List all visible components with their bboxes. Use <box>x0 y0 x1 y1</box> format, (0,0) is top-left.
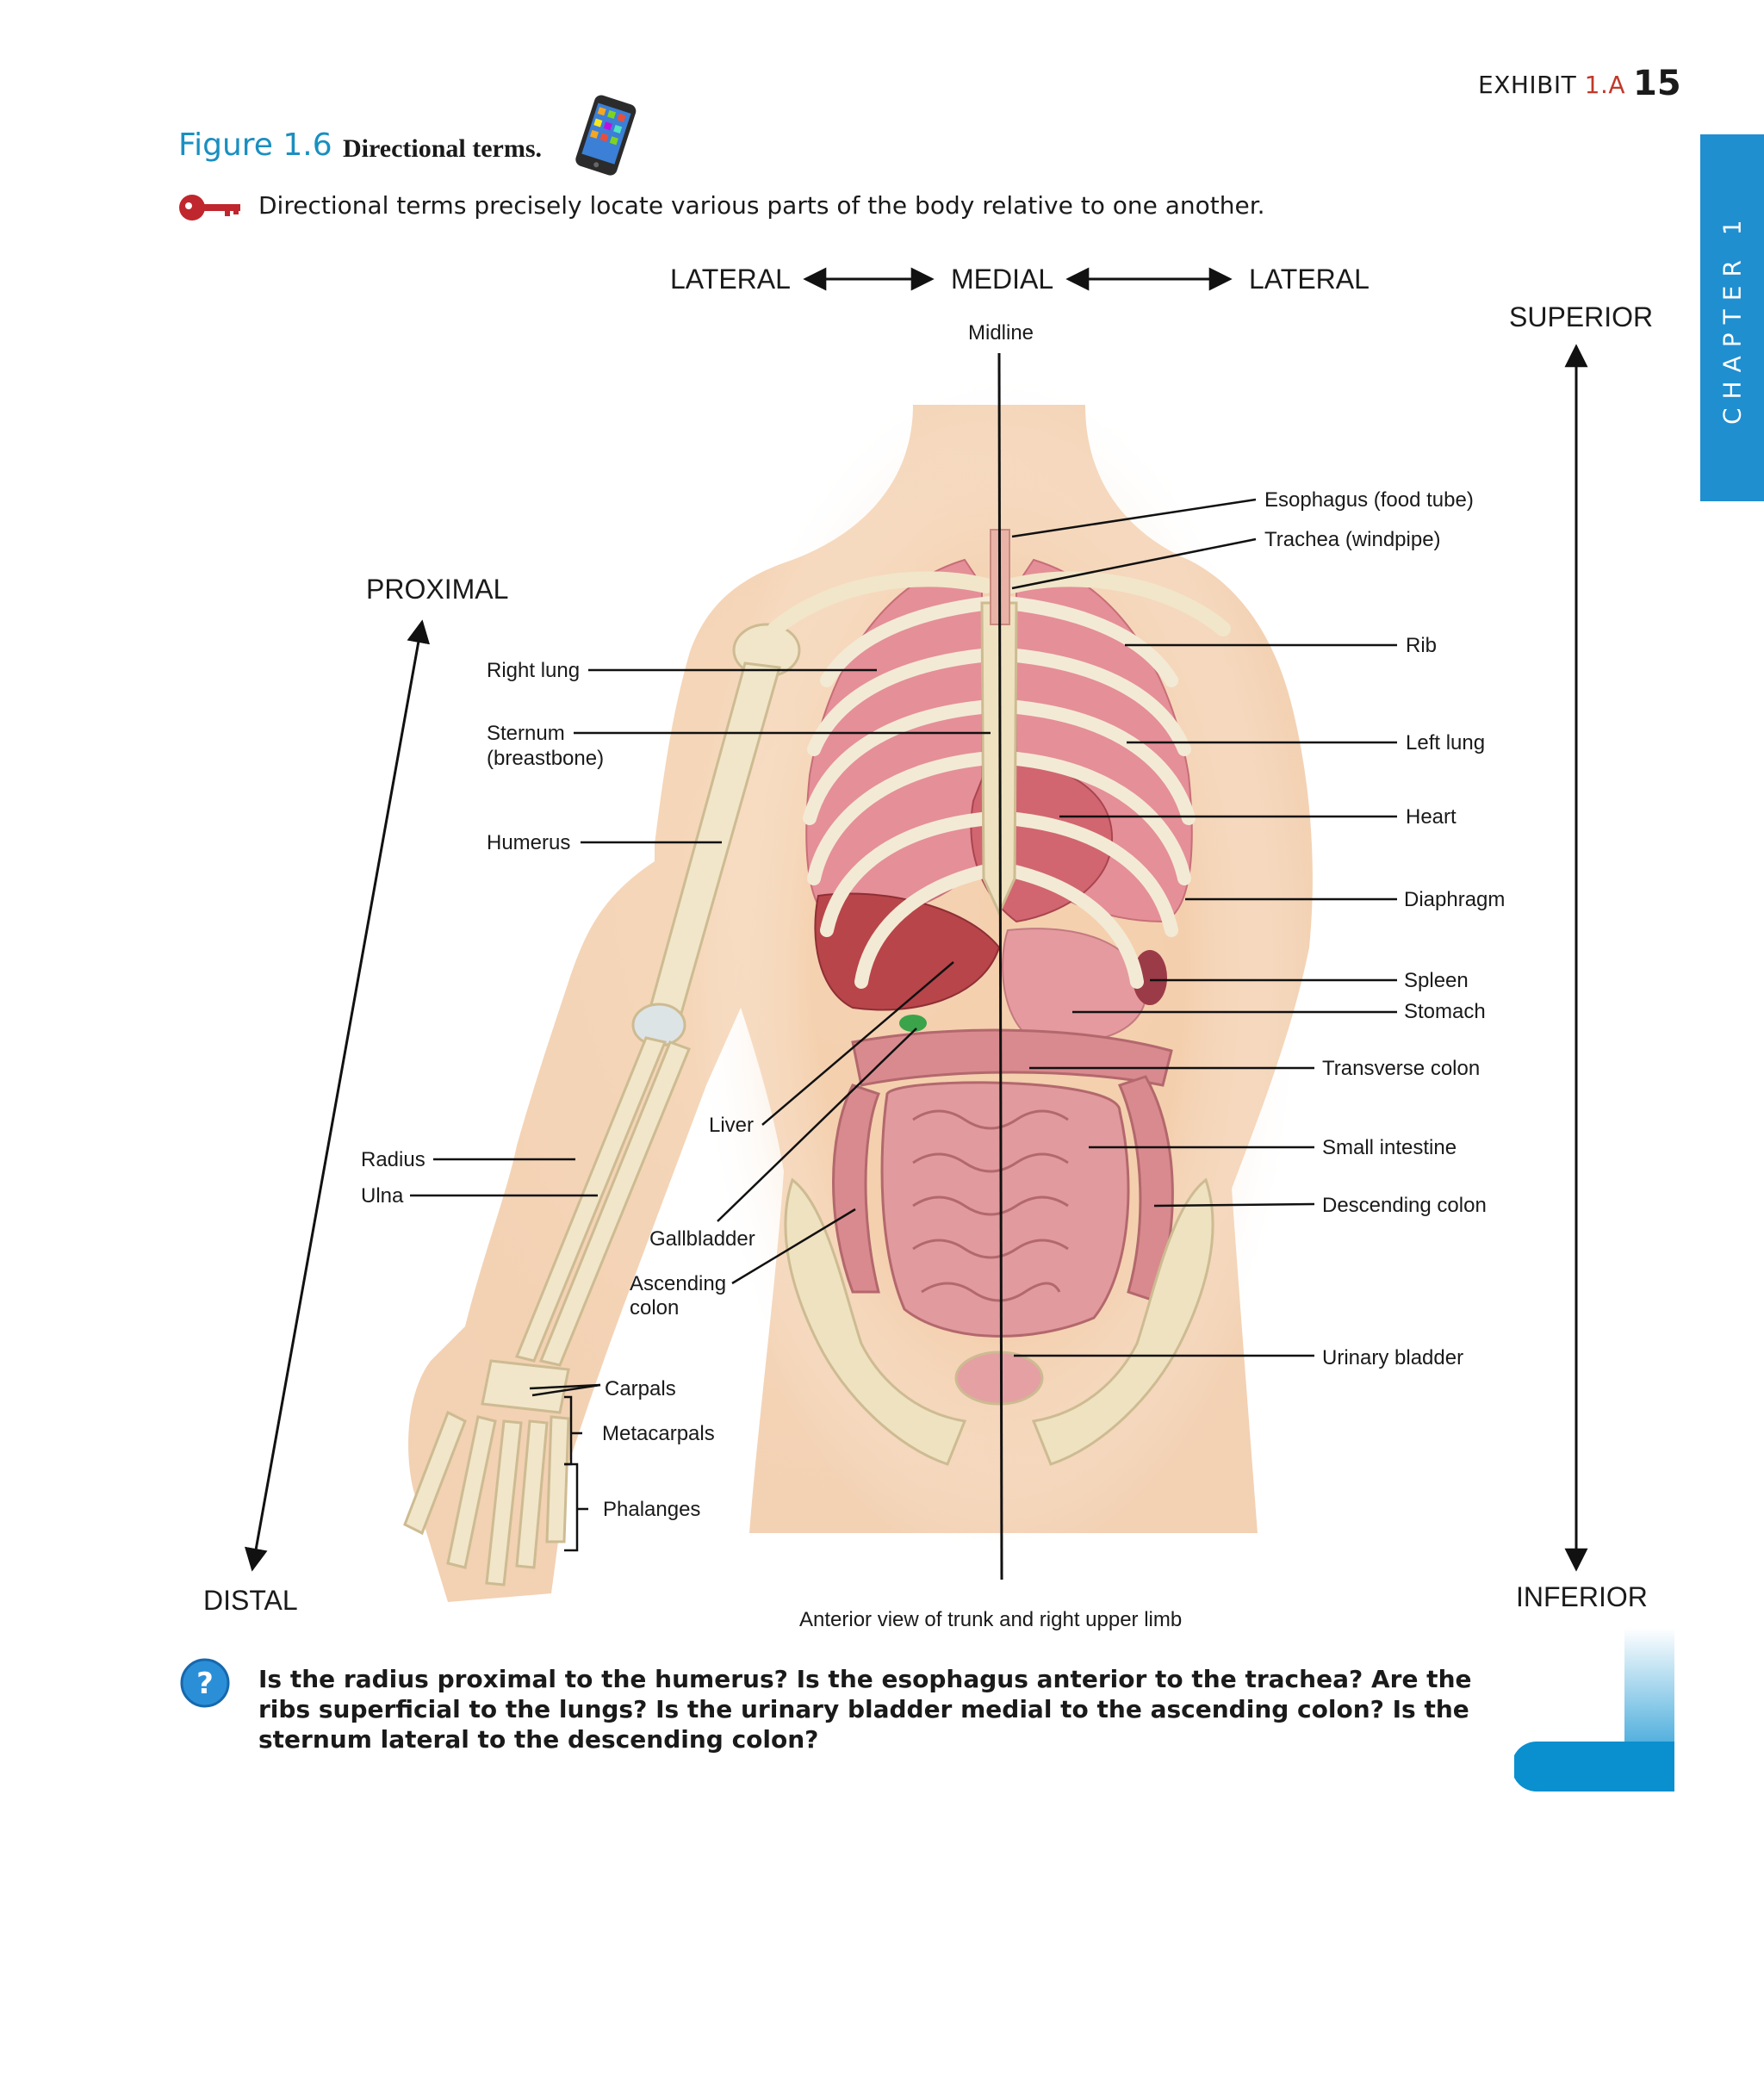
label-esophagus: Esophagus (food tube) <box>1264 488 1474 512</box>
svg-text:?: ? <box>196 1667 214 1701</box>
label-diaphragm: Diaphragm <box>1404 888 1506 911</box>
lateral-right-label: LATERAL <box>1249 264 1370 295</box>
rib-cage <box>803 596 1196 989</box>
inferior-label: INFERIOR <box>1516 1581 1648 1612</box>
pelvis <box>784 1177 1214 1466</box>
label-left-lung: Left lung <box>1406 731 1486 754</box>
stomach <box>1002 928 1147 1043</box>
label-ascending: Ascending <box>630 1272 727 1295</box>
key-icon <box>177 191 244 228</box>
label-humerus: Humerus <box>487 831 571 854</box>
leader-lines <box>410 498 1397 1552</box>
figure-number: Figure 1.6 <box>178 127 332 163</box>
label-metacarpals: Metacarpals <box>602 1422 715 1445</box>
label-phalanges: Phalanges <box>603 1498 701 1521</box>
label-radius: Radius <box>361 1148 425 1171</box>
label-transverse-colon: Transverse colon <box>1322 1057 1481 1080</box>
exhibit-label: EXHIBIT 1.A <box>1478 71 1625 99</box>
spleen <box>1133 950 1167 1005</box>
smartphone-icon <box>558 93 653 183</box>
lateral-left-label: LATERAL <box>670 264 791 295</box>
superior-label: SUPERIOR <box>1509 301 1654 332</box>
label-sternum-note: (breastbone) <box>487 747 605 770</box>
label-right-lung: Right lung <box>487 659 581 682</box>
distal-label: DISTAL <box>203 1585 298 1616</box>
question-icon: ? <box>179 1657 231 1713</box>
corner-decoration <box>1512 1628 1674 1796</box>
intestines <box>832 1028 1174 1338</box>
clavicles <box>767 571 1231 636</box>
label-rib: Rib <box>1406 634 1438 657</box>
gallbladder <box>899 1015 927 1032</box>
midline-label: Midline <box>968 321 1034 345</box>
midline-line <box>997 352 1003 1580</box>
label-gallbladder: Gallbladder <box>649 1227 755 1251</box>
label-sternum: Sternum <box>487 722 565 745</box>
label-carpals: Carpals <box>605 1377 676 1400</box>
direction-arrows <box>244 267 1588 1572</box>
review-question: Is the radius proximal to the humerus? I… <box>258 1665 1472 1754</box>
proximal-label: PROXIMAL <box>366 574 509 605</box>
label-stomach: Stomach <box>1404 1000 1486 1023</box>
label-trachea: Trachea (windpipe) <box>1264 528 1441 551</box>
key-concept-text: Directional terms precisely locate vario… <box>258 191 1265 220</box>
medial-label: MEDIAL <box>951 264 1054 295</box>
figure-title: Directional terms. <box>343 134 543 163</box>
exhibit-number: 1.A <box>1584 71 1626 99</box>
label-urinary-bladder: Urinary bladder <box>1322 1346 1464 1369</box>
label-small-intestine: Small intestine <box>1322 1136 1457 1159</box>
page-number: 15 <box>1633 64 1681 103</box>
label-liver: Liver <box>709 1114 755 1137</box>
label-descending-colon: Descending colon <box>1322 1194 1487 1217</box>
arm-bones <box>403 623 801 1587</box>
figure-caption: Anterior view of trunk and right upper l… <box>799 1608 1183 1631</box>
exhibit-word: EXHIBIT <box>1478 71 1577 99</box>
label-colon: colon <box>630 1296 680 1320</box>
label-spleen: Spleen <box>1404 969 1469 992</box>
label-heart: Heart <box>1406 805 1457 829</box>
label-ulna: Ulna <box>361 1184 404 1208</box>
chapter-tab: CHAPTER 1 <box>1700 134 1764 501</box>
